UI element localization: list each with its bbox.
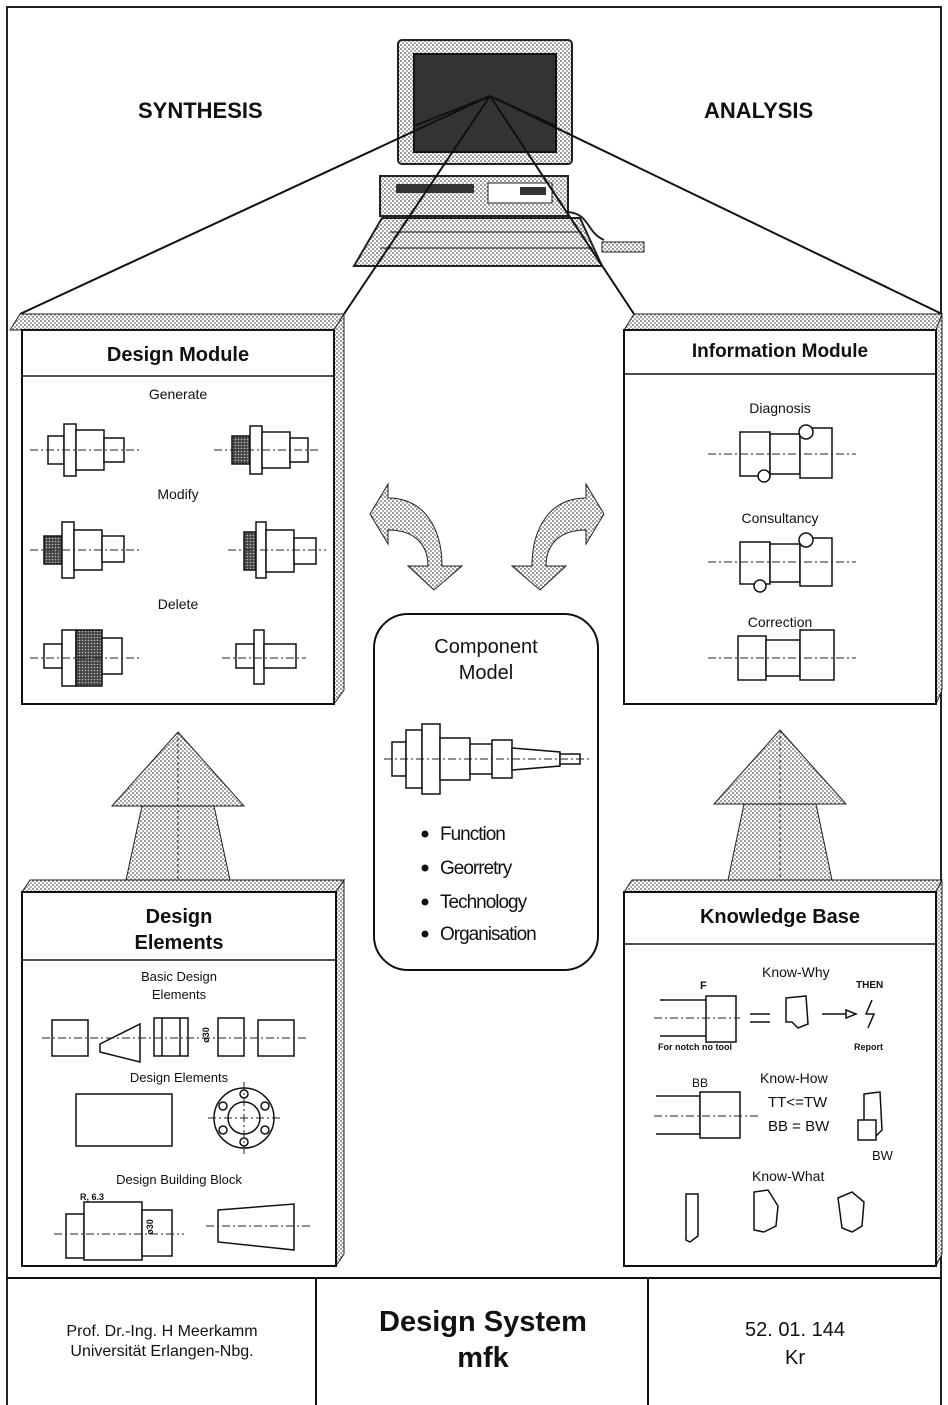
information-module-title: Information Module [691,341,869,362]
author-line1: Prof. Dr.-Ing. H Meerkamm [66,1323,258,1340]
modify-label: Modify [157,486,199,502]
doc-code-line1: 52. 01. 144 [744,1319,846,1341]
bullet-organisation: Organisation [440,924,537,945]
know-how-label: Know-How [760,1070,828,1086]
dim-label: ø30 [200,1027,211,1043]
projection-lines [19,95,943,315]
document-code-block: 52. 01. 144 Kr [650,1316,940,1372]
dim-label-2: ø30 [144,1219,155,1235]
up-arrow-left-icon [110,731,246,881]
bullet-geometry: Georretry [440,858,512,879]
design-elements-title-line1: Design [145,906,213,928]
component-model-title: Component Model [374,634,598,686]
knowledge-base-shapes [656,995,883,1243]
curved-arrow-right-icon [510,482,605,591]
basic-line2: Elements [151,987,207,1002]
synthesis-heading: SYNTHESIS [138,98,263,123]
bullet-technology: Technology [440,892,527,913]
design-building-block-label: Design Building Block [116,1172,242,1187]
component-title-line1: Component [434,636,538,658]
component-model-box [373,613,599,971]
equation-2: BB = BW [768,1118,830,1135]
knowledge-base-box [623,879,943,1267]
design-elements-sub-label: Design Elements [129,1070,229,1085]
page-frame [6,6,942,1405]
design-module-centerlines [30,449,326,659]
delete-label: Delete [157,596,199,612]
author-block: Prof. Dr.-Ing. H Meerkamm Universität Er… [10,1322,314,1362]
bullet-function: Function [440,824,506,845]
system-title-line1: Design System [379,1306,587,1338]
information-module-shafts [737,424,835,681]
force-label: F [700,980,707,992]
diagnosis-label: Diagnosis [749,400,811,416]
basic-line1: Basic Design [141,969,217,984]
know-why-label: Know-Why [762,964,830,980]
generate-label: Generate [148,386,208,402]
bullet-dots [421,830,429,938]
correction-label: Correction [747,614,813,630]
knowledge-base-title: Knowledge Base [699,906,861,928]
design-element-rect [75,1093,173,1147]
chamfer-label: R, 6.3 [80,1192,105,1202]
design-elements-title-line2: Elements [134,932,224,954]
know-what-label: Know-What [752,1168,825,1184]
report-label: Report [854,1042,883,1052]
basic-design-elements-shapes [51,1017,295,1261]
doc-code-line2: Kr [785,1347,805,1369]
bw-label: BW [872,1148,893,1163]
design-elements-box [21,878,345,1268]
system-title-line2: mfk [457,1342,509,1374]
footer-grid [6,1277,942,1405]
bb-label: BB [692,1076,709,1090]
information-module-box [623,313,943,705]
then-label: THEN [856,980,884,991]
component-title-line2: Model [458,662,514,684]
design-elements-title: Design Elements [22,904,336,956]
author-line2: Universität Erlangen-Nbg. [70,1343,254,1360]
for-notch-label: For notch no tool [658,1042,732,1052]
up-arrow-right-icon [712,729,848,881]
computer-icon [352,39,645,267]
basic-design-elements-label: Basic Design Elements [22,968,336,1004]
consultancy-label: Consultancy [741,510,819,526]
system-title-block: Design System mfk [318,1304,648,1376]
equation-1: TT<=TW [768,1094,828,1111]
analysis-heading: ANALYSIS [704,98,814,123]
curved-arrow-left-icon [369,482,464,591]
design-module-title: Design Module [106,344,250,366]
